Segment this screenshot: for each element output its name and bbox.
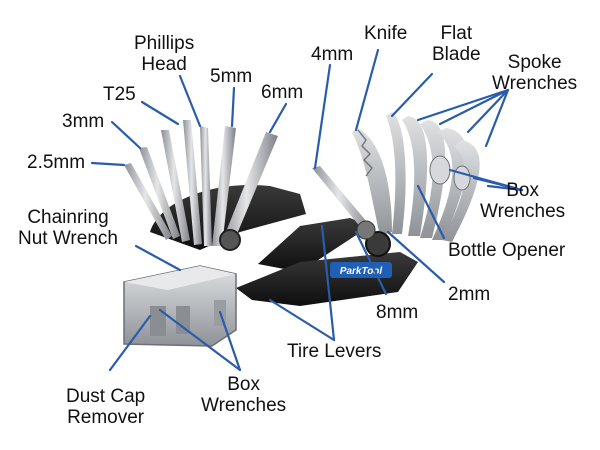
label-4mm: 4mm — [311, 44, 354, 65]
label-chainring-nut-wrench: Chainring Nut Wrench — [18, 207, 118, 249]
label-flat-blade: Flat Blade — [432, 23, 481, 65]
leader-chainring-nut-wrench — [134, 244, 182, 272]
label-tire-levers: Tire Levers — [287, 341, 382, 362]
leader-phillips-head — [178, 74, 202, 128]
label-t25: T25 — [103, 84, 136, 105]
label-3mm: 3mm — [62, 111, 105, 132]
leader-lines — [90, 48, 524, 372]
blade-bits — [312, 112, 480, 242]
leader-box-wrenches-right-3 — [486, 184, 524, 192]
label-phillips-head: Phillips Head — [134, 33, 195, 75]
leader-8mm — [354, 230, 388, 296]
label-bottle-opener: Bottle Opener — [448, 240, 566, 261]
label-knife: Knife — [364, 23, 408, 44]
leader-tire-levers-1 — [268, 298, 336, 342]
label-6mm: 6mm — [261, 82, 304, 103]
label-spoke-wrenches: Spoke Wrenches — [492, 52, 578, 94]
chainring-wrench — [123, 265, 237, 347]
label-2mm: 2mm — [448, 284, 491, 305]
hex-key-bits — [124, 120, 278, 246]
leader-knife — [354, 48, 380, 132]
leader-4mm — [313, 63, 332, 170]
leader-tire-levers-2 — [320, 224, 336, 342]
leader-3mm — [110, 120, 142, 150]
left-tool-body — [150, 184, 306, 250]
leader-flat-blade — [390, 72, 434, 118]
leader-spoke-wrenches-4 — [484, 88, 510, 148]
label-8mm: 8mm — [376, 302, 419, 323]
left-pivot-coil — [356, 220, 376, 240]
brand-text: ParkTool — [340, 266, 383, 277]
label-box-wrenches-right: Box Wrenches — [480, 180, 566, 222]
label-box-wrenches-left: Box Wrenches — [201, 374, 287, 416]
leader-5mm — [230, 86, 236, 128]
leader-bottle-opener — [416, 184, 446, 240]
leader-dust-cap-remover — [108, 314, 152, 372]
leader-spoke-wrenches-3 — [466, 88, 510, 134]
leader-spoke-wrenches-2 — [438, 88, 510, 126]
left-tool — [124, 120, 306, 251]
leader-box-wrenches-left-2 — [218, 310, 242, 372]
leader-box-wrenches-left-1 — [158, 308, 242, 372]
label-2.5mm: 2.5mm — [27, 152, 86, 173]
label-5mm: 5mm — [210, 66, 253, 87]
left-tool-pivot — [219, 229, 241, 251]
label-dust-cap-remover: Dust Cap Remover — [66, 386, 146, 428]
right-tool-pivot — [365, 231, 391, 257]
leader-spoke-wrenches-1 — [416, 88, 510, 122]
leader-2.5mm — [90, 161, 126, 167]
leader-2mm — [386, 230, 446, 284]
leader-t25 — [140, 100, 180, 126]
leader-6mm — [268, 102, 288, 134]
tire-lever-upper — [258, 218, 370, 272]
